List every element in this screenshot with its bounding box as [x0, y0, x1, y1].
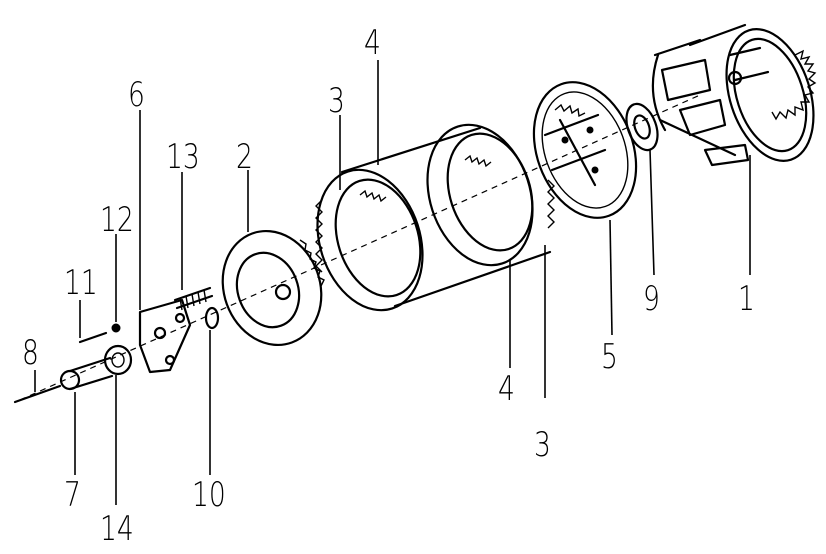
label-12: 12 — [100, 200, 134, 240]
assembly-axis — [19, 94, 701, 401]
label-1: 1 — [738, 279, 755, 319]
label-3-top: 3 — [328, 81, 345, 121]
label-6: 6 — [128, 75, 145, 115]
label-13: 13 — [166, 137, 200, 177]
label-11: 11 — [64, 263, 98, 303]
clutch-plate-pack — [315, 123, 555, 312]
label-14: 14 — [100, 509, 134, 549]
label-5: 5 — [601, 337, 618, 377]
clutch-basket — [651, 23, 817, 167]
push-piece — [59, 356, 114, 391]
label-7: 7 — [64, 475, 81, 515]
bearing — [103, 344, 133, 376]
label-8: 8 — [22, 333, 39, 373]
clutch-hub — [532, 81, 638, 219]
release-lever — [138, 298, 192, 374]
label-4-bottom: 4 — [498, 369, 515, 409]
leader-lines — [34, 60, 751, 505]
label-4-top: 4 — [364, 23, 381, 63]
label-3-bottom: 3 — [534, 425, 551, 465]
pressure-plate — [221, 229, 325, 347]
circlip — [204, 306, 220, 330]
push-rod — [13, 384, 62, 404]
label-9: 9 — [643, 279, 660, 319]
clutch-spring — [173, 286, 214, 311]
label-10: 10 — [192, 475, 226, 515]
pin — [78, 331, 108, 344]
label-2: 2 — [236, 137, 253, 177]
ball — [111, 323, 121, 333]
